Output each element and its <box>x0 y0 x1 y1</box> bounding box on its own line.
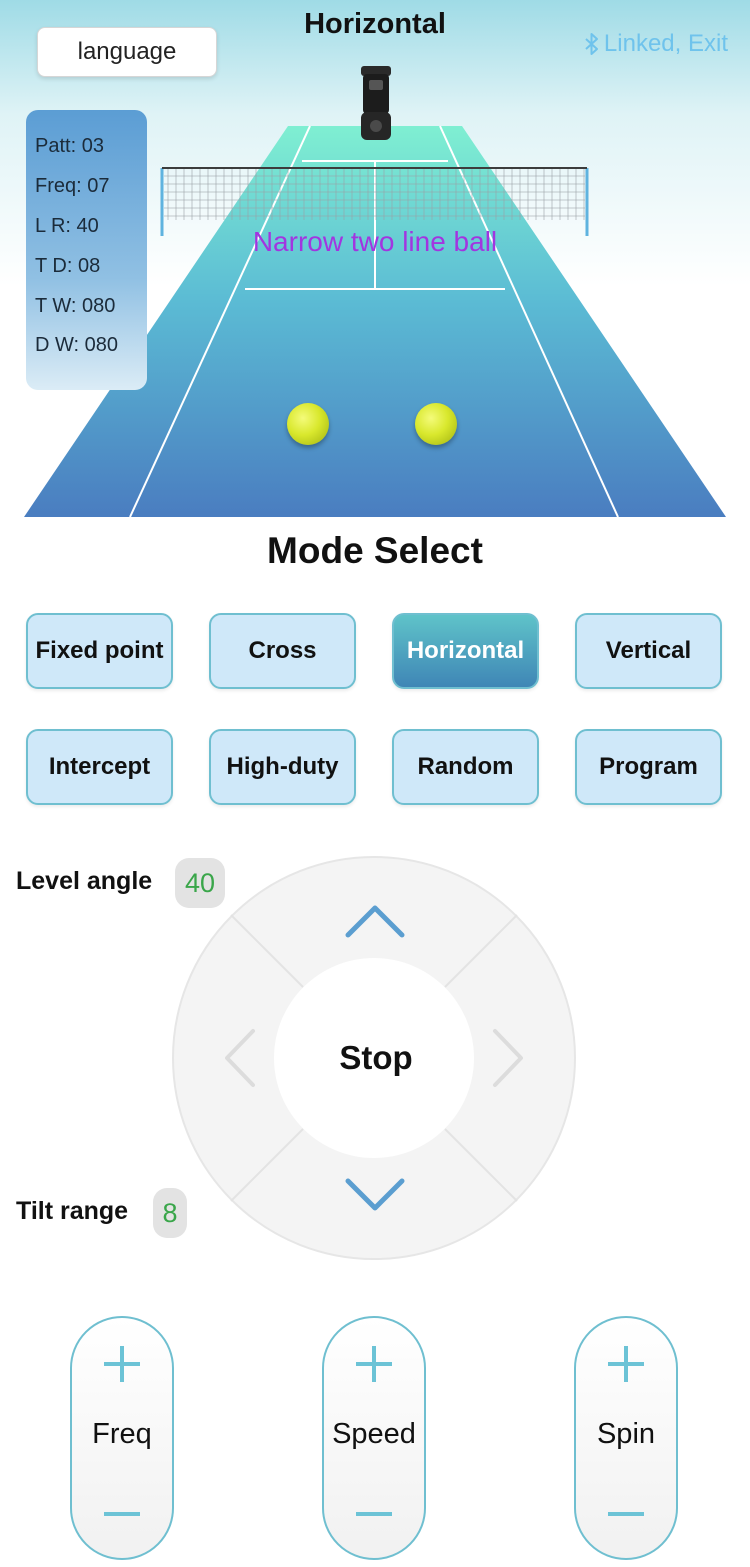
info-row-freq: Freq: 07 <box>35 175 110 197</box>
speed-plus-button[interactable] <box>324 1324 424 1404</box>
spin-plus-button[interactable] <box>576 1324 676 1404</box>
chevron-right-icon[interactable] <box>464 1012 554 1102</box>
chevron-down-icon[interactable] <box>330 1145 420 1235</box>
stop-button[interactable]: Stop <box>339 1039 413 1076</box>
mode-select-title: Mode Select <box>267 530 483 571</box>
tennis-court <box>24 125 726 518</box>
spin-minus-button[interactable] <box>576 1474 676 1554</box>
speed-minus-button[interactable] <box>324 1474 424 1554</box>
tilt-range-value: 8 <box>153 1188 187 1238</box>
mode-high-duty-button[interactable]: High-duty <box>209 729 356 805</box>
language-button[interactable]: language <box>37 27 217 77</box>
minus-icon <box>356 1512 392 1516</box>
link-status-text: Linked, Exit <box>603 30 728 57</box>
freq-plus-button[interactable] <box>72 1324 172 1404</box>
chevron-up-icon[interactable] <box>330 870 420 960</box>
plus-icon <box>356 1346 392 1382</box>
mode-fixed-point-button[interactable]: Fixed point <box>26 613 173 689</box>
plus-icon <box>608 1346 644 1382</box>
tennis-ball-icon <box>415 403 457 445</box>
info-panel: Patt: 03 Freq: 07 L R: 40 T D: 08 T W: 0… <box>26 110 147 390</box>
minus-icon <box>104 1512 140 1516</box>
pattern-label: Narrow two line ball <box>252 226 498 257</box>
mode-cross-button[interactable]: Cross <box>209 613 356 689</box>
mode-program-button[interactable]: Program <box>575 729 722 805</box>
level-angle-label: Level angle <box>16 867 153 895</box>
spin-label: Spin <box>596 1418 656 1450</box>
tennis-ball-icon <box>287 403 329 445</box>
spin-stepper: Spin <box>574 1316 678 1560</box>
info-row-dw: D W: 080 <box>35 334 119 356</box>
info-row-lr: L R: 40 <box>35 215 99 237</box>
info-row-td: T D: 08 <box>35 255 101 277</box>
mode-intercept-button[interactable]: Intercept <box>26 729 173 805</box>
mode-vertical-button[interactable]: Vertical <box>575 613 722 689</box>
speed-label: Speed <box>332 1418 416 1450</box>
info-row-pattern: Patt: 03 <box>35 135 104 157</box>
level-angle-value: 40 <box>175 858 225 908</box>
mode-random-button[interactable]: Random <box>392 729 539 805</box>
direction-pad <box>172 856 576 1260</box>
speed-stepper: Speed <box>322 1316 426 1560</box>
mode-horizontal-button[interactable]: Horizontal <box>392 613 539 689</box>
chevron-left-icon[interactable] <box>196 1012 286 1102</box>
ball-machine-icon <box>361 66 391 140</box>
freq-minus-button[interactable] <box>72 1474 172 1554</box>
freq-stepper: Freq <box>70 1316 174 1560</box>
freq-label: Freq <box>92 1418 152 1450</box>
page-title: Horizontal <box>304 8 446 40</box>
minus-icon <box>608 1512 644 1516</box>
bluetooth-icon <box>584 32 600 56</box>
info-row-tw: T W: 080 <box>35 295 116 317</box>
tilt-range-label: Tilt range <box>16 1197 129 1225</box>
plus-icon <box>104 1346 140 1382</box>
link-exit-button[interactable]: Linked, Exit <box>584 30 728 58</box>
